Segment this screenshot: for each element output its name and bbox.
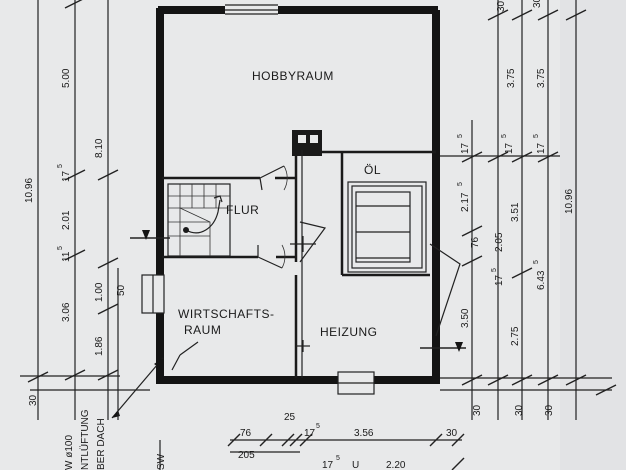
dim-bottom-175b-sup: 5 — [336, 455, 340, 462]
dim-left-100: 1.00 — [94, 282, 105, 302]
doors — [171, 165, 461, 371]
dim-right-top30b: 30 — [532, 0, 543, 8]
dim-bottom-356: 3.56 — [354, 428, 374, 439]
dim-right-175d-sup: 5 — [491, 268, 498, 272]
interior-walls — [162, 130, 436, 378]
dim-right-175d: 17 — [494, 274, 505, 286]
dim-right-275: 2.75 — [510, 326, 521, 346]
dim-bottom-u: U — [352, 460, 359, 470]
dim-right-1096: 10.96 — [564, 189, 575, 214]
window-left — [141, 274, 165, 314]
dim-right-643-sup: 5 — [533, 260, 540, 264]
dim-bottom-220: 2.20 — [386, 460, 406, 470]
label-hobbyraum: HOBBYRAUM — [252, 69, 334, 83]
right-dimension-lines — [440, 0, 617, 420]
dim-bottom-25: 25 — [284, 412, 296, 423]
dim-left-175-sup: 5 — [57, 164, 64, 168]
dim-right-175a-sup: 5 — [457, 134, 464, 138]
dim-left-115-sup: 5 — [57, 246, 64, 250]
dim-right-bot30c: 30 — [544, 404, 555, 416]
dim-right-bot30b: 30 — [514, 404, 525, 416]
dim-right-643: 6.43 — [536, 270, 547, 290]
dim-left-186: 1.86 — [94, 336, 105, 356]
dim-left-total: 10.96 — [24, 178, 35, 203]
dim-left-500: 5.00 — [61, 68, 72, 88]
dim-right-2175: 2.17 — [460, 192, 471, 212]
dim-right-top30a: 30 — [496, 0, 507, 12]
dim-bottom-175: 17 — [304, 428, 316, 439]
section-markers — [130, 230, 466, 352]
dim-right-175a: 17 — [460, 142, 471, 154]
dim-left-30: 30 — [28, 394, 39, 406]
bottom-dimension-lines — [159, 433, 465, 470]
dim-right-2175-sup: 5 — [457, 182, 464, 186]
label-wirtschaftsraum-1: WIRTSCHAFTS- — [178, 307, 274, 321]
dim-bottom-76: 76 — [240, 428, 252, 439]
note-line-3: BER DACH — [96, 418, 107, 470]
outer-walls — [156, 4, 440, 384]
dim-bottom-205: 205 — [238, 450, 255, 461]
right-dimension-labels: 30 30 3.75 3.75 17 5 17 5 17 5 2.17 5 76… — [457, 0, 575, 416]
dim-bottom-175b: 17 — [322, 460, 334, 470]
dim-right-375b: 3.75 — [536, 68, 547, 88]
dim-right-175c: 17 — [536, 142, 547, 154]
dim-bottom-175-sup: 5 — [316, 423, 320, 430]
label-oel: ÖL — [364, 163, 381, 177]
dim-right-175b: 17 — [504, 142, 515, 154]
note-line-2: NTLÜFTUNG — [79, 409, 91, 470]
dim-left-810: 8.10 — [94, 138, 105, 158]
staircase — [167, 183, 231, 257]
dim-right-bot30a: 30 — [472, 404, 483, 416]
bottom-dimension-labels: 25 76 205 17 5 3.56 30 17 5 U 2.20 SW — [156, 412, 458, 470]
dim-left-50: 50 — [116, 284, 127, 296]
dim-right-175c-sup: 5 — [533, 134, 540, 138]
label-flur: FLUR — [226, 203, 259, 217]
label-sw: SW — [156, 453, 167, 470]
dim-left-175: 17 — [61, 170, 72, 182]
dim-right-76: 76 — [470, 236, 481, 248]
dim-right-350: 3.50 — [460, 308, 471, 328]
dim-left-115: 11 — [61, 251, 72, 262]
dim-right-175b-sup: 5 — [501, 134, 508, 138]
left-dimension-labels: 10.96 5.00 8.10 2.01 17 5 11 5 3.06 1.00… — [24, 68, 127, 406]
label-wirtschaftsraum-2: RAUM — [184, 323, 221, 337]
window-bottom — [337, 371, 375, 395]
dim-right-205: 2.05 — [494, 232, 505, 252]
dim-left-306: 3.06 — [61, 302, 72, 322]
dim-right-375a: 3.75 — [506, 68, 517, 88]
ventilation-note: W ø100 NTLÜFTUNG BER DACH — [64, 409, 107, 470]
dim-bottom-30: 30 — [446, 428, 458, 439]
dim-right-351: 3.51 — [510, 202, 521, 222]
oil-tanks — [347, 181, 427, 273]
note-line-1: W ø100 — [64, 435, 75, 470]
dim-left-201: 2.01 — [61, 210, 72, 230]
label-heizung: HEIZUNG — [320, 325, 378, 339]
left-dimension-lines — [20, 0, 150, 420]
paper-shadow — [560, 0, 626, 470]
